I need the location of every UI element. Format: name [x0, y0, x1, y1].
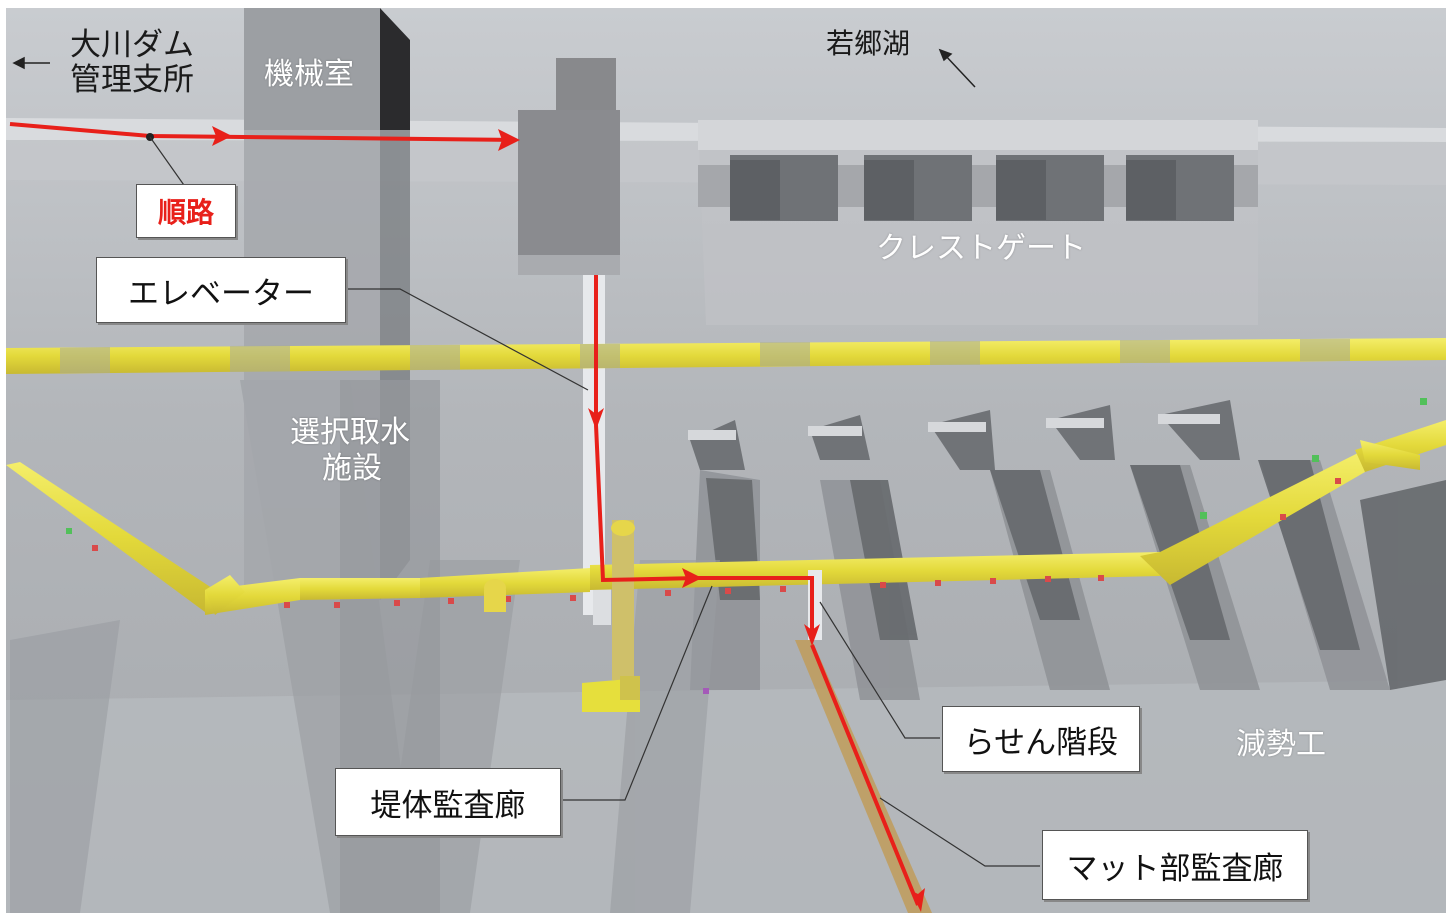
gallery-green-markers — [66, 398, 1427, 534]
wakago-lake-label: 若郷湖 — [826, 27, 911, 60]
elevator-machine-block — [518, 58, 620, 275]
purple-marker — [703, 688, 709, 694]
okawa-dam-office-label: 大川ダム 管理支所 — [70, 27, 194, 98]
dam-body-gallery-label: 堤体監査廊 — [335, 768, 561, 836]
spiral-stairs-label: らせん階段 — [942, 706, 1140, 772]
spiral-stairs-column — [582, 520, 640, 712]
mat-gallery-label: マット部監査廊 — [1042, 830, 1308, 900]
leader-lines — [149, 136, 1040, 867]
intake-facility-label-2: 施設 — [322, 451, 382, 486]
route-arrow-heads — [212, 126, 925, 912]
elevator-label: エレベーター — [96, 257, 346, 323]
upper-inspection-gallery — [6, 338, 1446, 374]
gallery-red-markers — [92, 478, 1341, 608]
dam-body-gallery — [6, 420, 1446, 615]
intake-facility-label-1: 選択取水 — [290, 415, 410, 450]
machine-room-label: 機械室 — [264, 57, 354, 92]
crest-gate-structure — [698, 120, 1258, 325]
route-label: 順路 — [136, 184, 236, 238]
direction-arrows — [12, 48, 976, 88]
gate-pier-tops — [688, 414, 1220, 440]
crest-gate-label: クレストゲート — [876, 231, 1086, 266]
gallery-arch — [484, 579, 506, 612]
energy-dissipator-label: 減勢工 — [1236, 727, 1326, 762]
